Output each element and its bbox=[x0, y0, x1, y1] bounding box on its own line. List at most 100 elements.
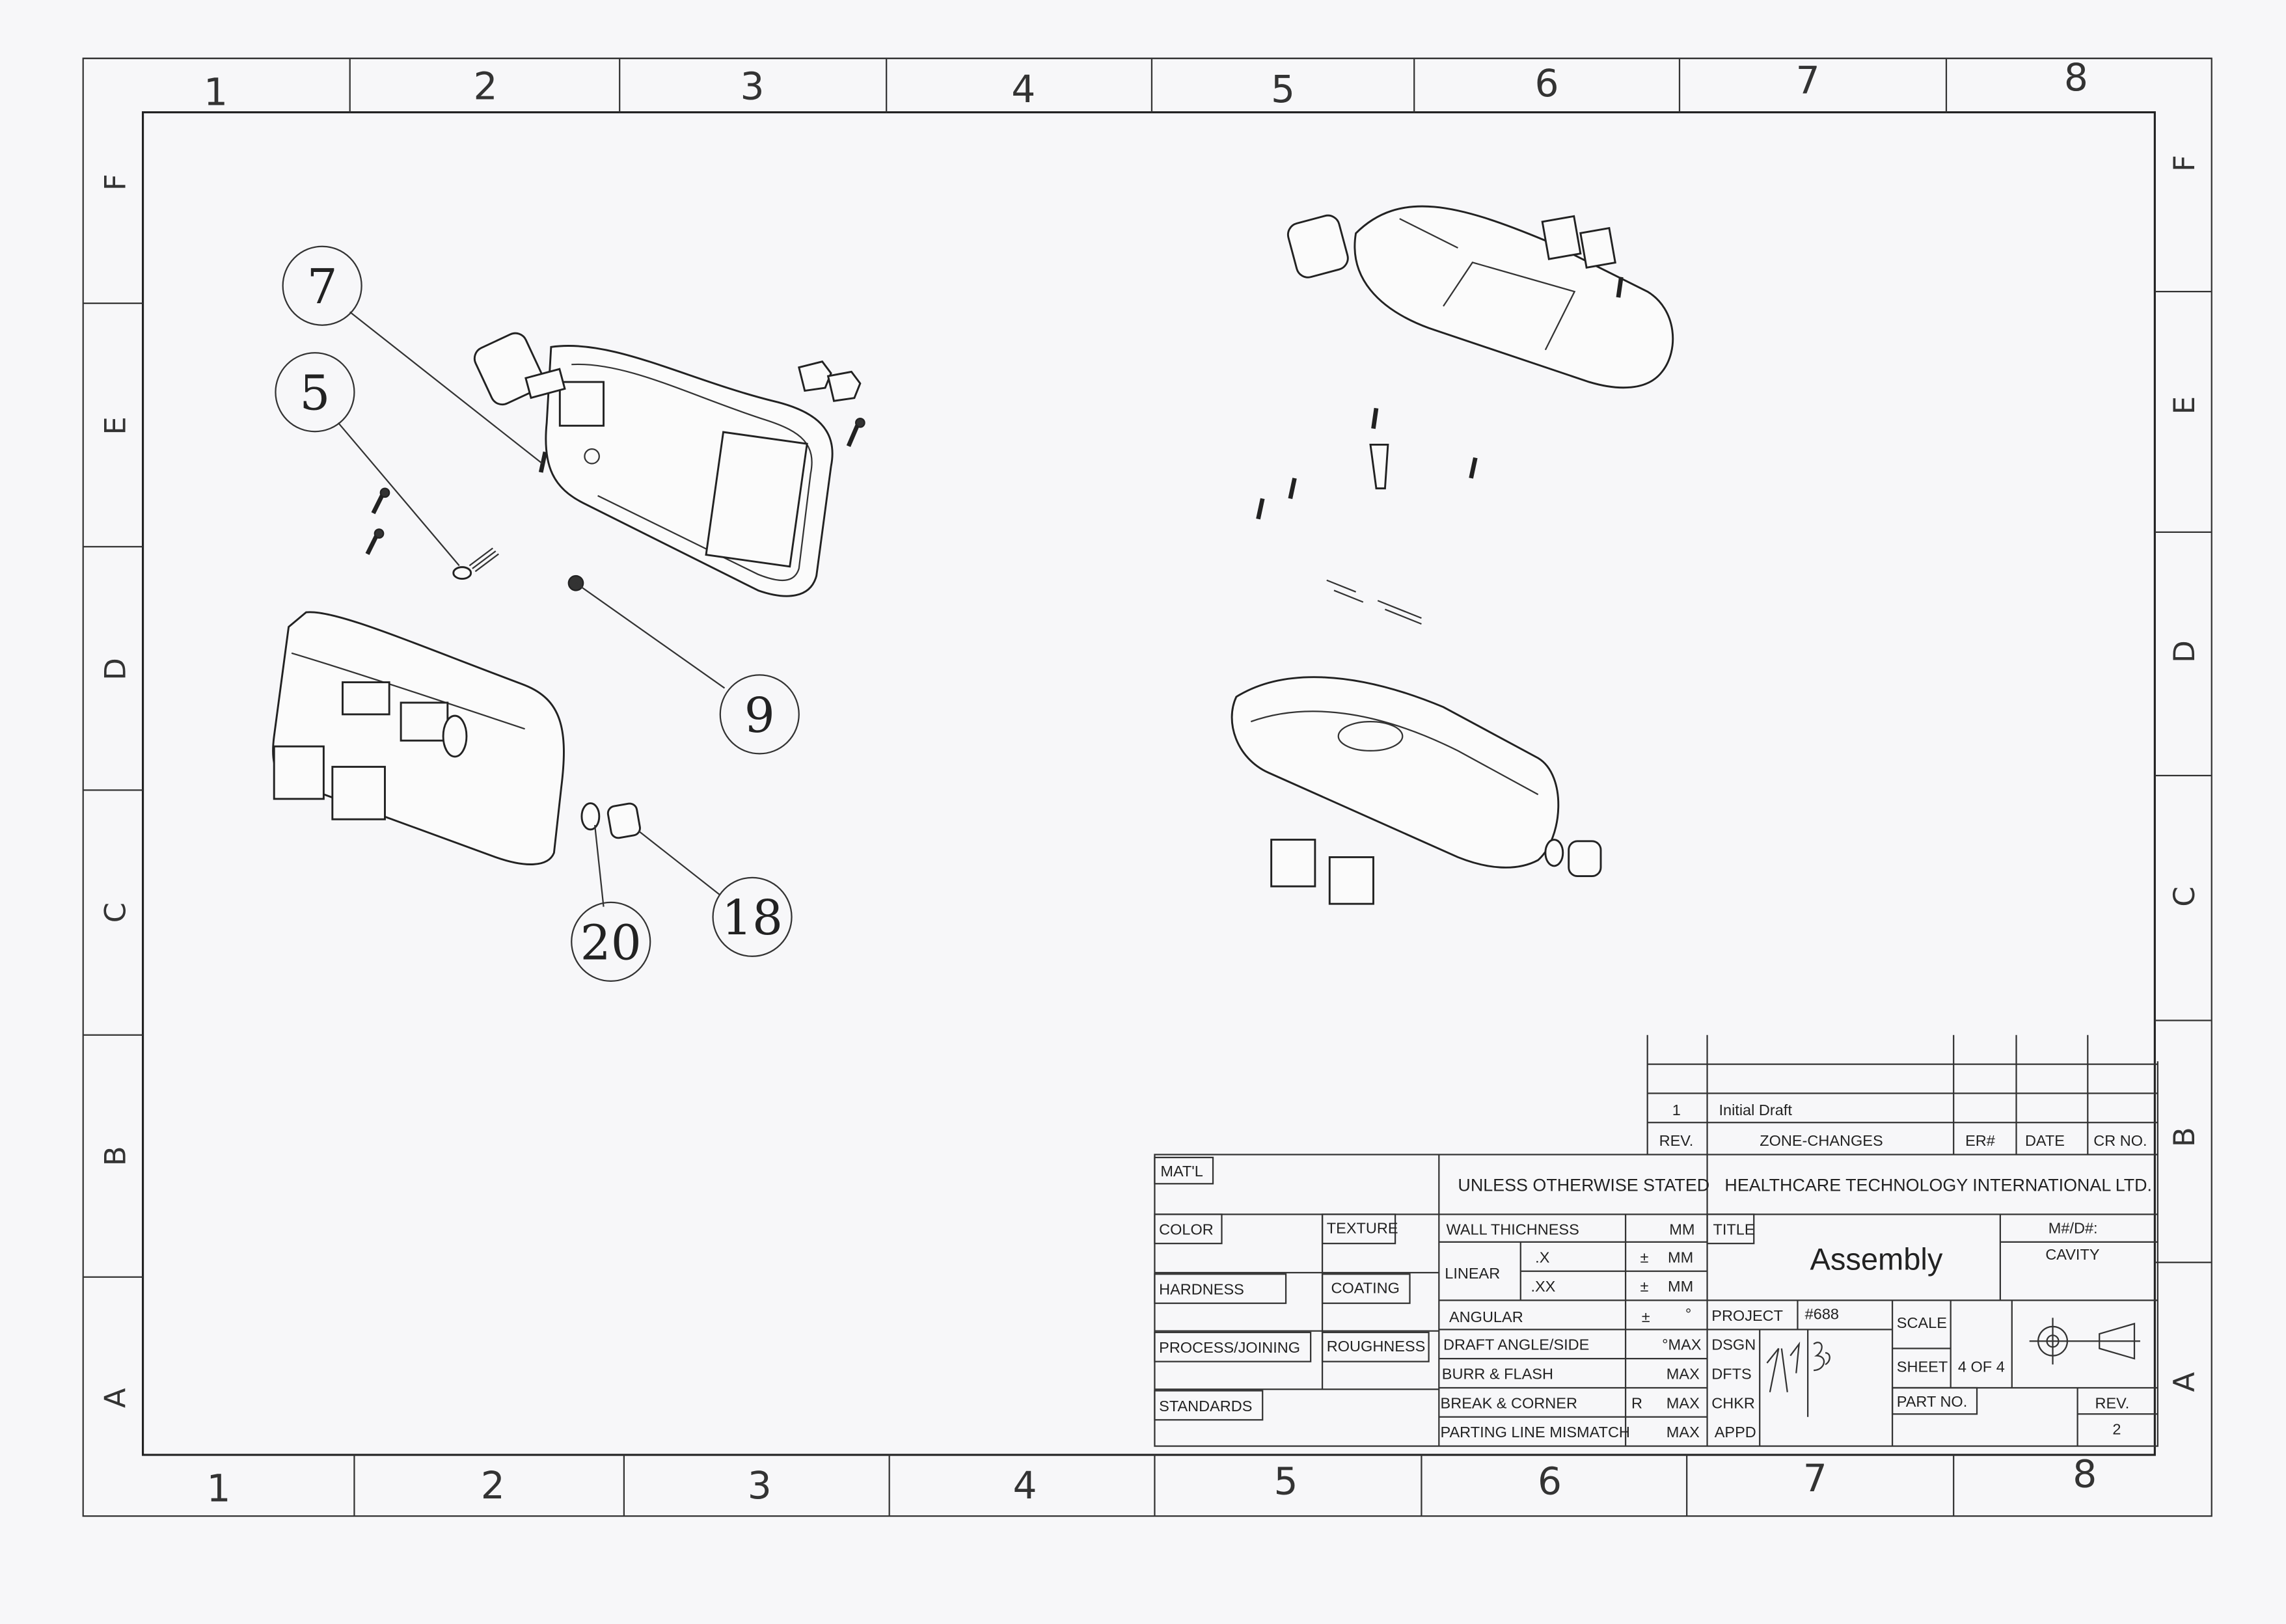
balloon-label: 18 bbox=[722, 890, 783, 946]
parting-line-label: PARTING LINE MISMATCH bbox=[1441, 1424, 1630, 1441]
revision-description: Initial Draft bbox=[1719, 1102, 1792, 1118]
upper-housing bbox=[1286, 205, 1674, 389]
linear-xx: .XX bbox=[1531, 1278, 1555, 1295]
plus-minus: ± bbox=[1640, 1249, 1648, 1265]
max-label: MAX bbox=[1667, 1424, 1700, 1441]
zone-row-e: E bbox=[2167, 396, 2201, 414]
plus-minus: ± bbox=[1640, 1278, 1648, 1295]
zone-col-2: 2 bbox=[474, 64, 498, 108]
sheet-label: SHEET bbox=[1897, 1358, 1948, 1375]
radius-label: R bbox=[1631, 1394, 1642, 1411]
project-label: PROJECT bbox=[1711, 1307, 1783, 1324]
zone-col-2: 2 bbox=[481, 1463, 505, 1508]
zone-col-4: 4 bbox=[1013, 1463, 1037, 1508]
zone-row-b: B bbox=[2167, 1127, 2201, 1147]
balloon-7: 7 bbox=[282, 245, 362, 326]
zone-labels-right: F E D C B A bbox=[2167, 155, 2201, 1392]
revision-number: 1 bbox=[1672, 1102, 1681, 1118]
balloon-label: 9 bbox=[744, 688, 775, 744]
zone-row-a: A bbox=[98, 1388, 133, 1408]
revision-block: 1 Initial Draft REV. ZONE-CHANGES ER# DA… bbox=[1646, 1035, 2158, 1155]
title-block: MAT'L COLOR TEXTURE HARDNESS COATING PRO… bbox=[1154, 1154, 2158, 1447]
texture-label: TEXTURE bbox=[1327, 1219, 1398, 1236]
draft-angle-label: DRAFT ANGLE/SIDE bbox=[1443, 1336, 1589, 1353]
rear-housing bbox=[545, 344, 834, 597]
header-zone-changes: ZONE-CHANGES bbox=[1760, 1132, 1883, 1149]
zone-row-f: F bbox=[2167, 155, 2201, 172]
wall-thickness-label: WALL THICHNESS bbox=[1447, 1221, 1579, 1238]
drawing-title: Assembly bbox=[1810, 1241, 1943, 1276]
exploded-view-right bbox=[1231, 205, 1674, 905]
exploded-view-left: 7 5 9 18 20 bbox=[272, 245, 865, 982]
balloon-label: 20 bbox=[580, 915, 642, 971]
degree: ° bbox=[1685, 1306, 1691, 1323]
plus-minus: ± bbox=[1642, 1308, 1650, 1325]
zone-col-5: 5 bbox=[1271, 67, 1295, 111]
unless-otherwise-stated: UNLESS OTHERWISE STATED bbox=[1458, 1176, 1709, 1195]
linear-label: LINEAR bbox=[1445, 1265, 1500, 1282]
screws bbox=[365, 417, 865, 555]
matl-label: MAT'L bbox=[1160, 1163, 1203, 1180]
header-rev: REV. bbox=[1659, 1132, 1694, 1149]
company-name: HEALTHCARE TECHNOLOGY INTERNATIONAL LTD. bbox=[1724, 1176, 2152, 1195]
balloon-20: 20 bbox=[571, 901, 651, 982]
balloon-9: 9 bbox=[719, 674, 800, 755]
zone-col-4: 4 bbox=[1011, 67, 1035, 111]
projection-symbol-icon bbox=[2029, 1318, 2140, 1365]
zone-row-f: F bbox=[98, 174, 133, 191]
screws-right bbox=[1256, 277, 1624, 625]
header-cr-no: CR NO. bbox=[2093, 1132, 2147, 1149]
sheet-border bbox=[82, 57, 2212, 1517]
dsgn-label: DSGN bbox=[1711, 1336, 1756, 1353]
zone-labels-bottom: 1 2 3 4 5 6 7 8 bbox=[207, 1452, 2097, 1510]
zone-row-e: E bbox=[98, 416, 133, 435]
chkr-label: CHKR bbox=[1711, 1394, 1755, 1411]
md-label: M#/D#: bbox=[2048, 1219, 2098, 1236]
zone-col-6: 6 bbox=[1538, 1459, 1562, 1504]
process-joining-label: PROCESS/JOINING bbox=[1159, 1339, 1300, 1356]
balloon-label: 5 bbox=[299, 366, 330, 422]
zone-col-8: 8 bbox=[2064, 55, 2088, 100]
hardness-label: HARDNESS bbox=[1159, 1281, 1244, 1298]
zone-col-1: 1 bbox=[207, 1467, 231, 1511]
color-label: COLOR bbox=[1159, 1221, 1214, 1238]
dfts-label: DFTS bbox=[1711, 1366, 1751, 1383]
balloon-5: 5 bbox=[275, 352, 355, 433]
led bbox=[452, 547, 499, 580]
rev-label: REV. bbox=[2095, 1394, 2130, 1411]
zone-col-6: 6 bbox=[1535, 61, 1559, 105]
signature bbox=[1766, 1341, 1830, 1392]
zone-col-8: 8 bbox=[2073, 1452, 2097, 1496]
zone-col-5: 5 bbox=[1274, 1459, 1298, 1504]
balloon-18: 18 bbox=[712, 876, 793, 957]
leader-lines bbox=[337, 311, 726, 907]
balloon-label: 7 bbox=[307, 259, 338, 315]
zone-col-7: 7 bbox=[1796, 58, 1820, 102]
sheet-number: 4 OF 4 bbox=[1958, 1358, 2005, 1375]
zone-row-d: D bbox=[98, 658, 133, 681]
knob bbox=[473, 332, 566, 406]
max-label: °MAX bbox=[1662, 1336, 1702, 1353]
zone-labels-left: F E D C B A bbox=[98, 174, 133, 1408]
project-number: #688 bbox=[1805, 1306, 1839, 1323]
zone-row-c: C bbox=[98, 902, 133, 923]
zone-col-3: 3 bbox=[748, 1463, 772, 1508]
washer-and-nut bbox=[580, 802, 641, 839]
header-er: ER# bbox=[1965, 1132, 1995, 1149]
zone-row-b: B bbox=[98, 1146, 133, 1166]
scale-label: SCALE bbox=[1897, 1314, 1947, 1331]
unit-mm: MM bbox=[1669, 1221, 1694, 1238]
lower-housing bbox=[1231, 676, 1602, 905]
angular-label: ANGULAR bbox=[1449, 1308, 1523, 1325]
clips bbox=[797, 360, 862, 402]
title-label: TITLE bbox=[1713, 1221, 1755, 1238]
rev-number: 2 bbox=[2112, 1421, 2121, 1438]
unit-mm: MM bbox=[1668, 1249, 1693, 1265]
zone-col-1: 1 bbox=[204, 70, 228, 114]
max-label: MAX bbox=[1667, 1394, 1700, 1411]
zone-col-3: 3 bbox=[741, 64, 765, 108]
appd-label: APPD bbox=[1715, 1424, 1756, 1441]
zone-col-7: 7 bbox=[1803, 1456, 1827, 1500]
zone-row-c: C bbox=[2167, 886, 2201, 906]
zone-labels-top: 1 2 3 4 5 6 7 8 bbox=[204, 55, 2088, 114]
